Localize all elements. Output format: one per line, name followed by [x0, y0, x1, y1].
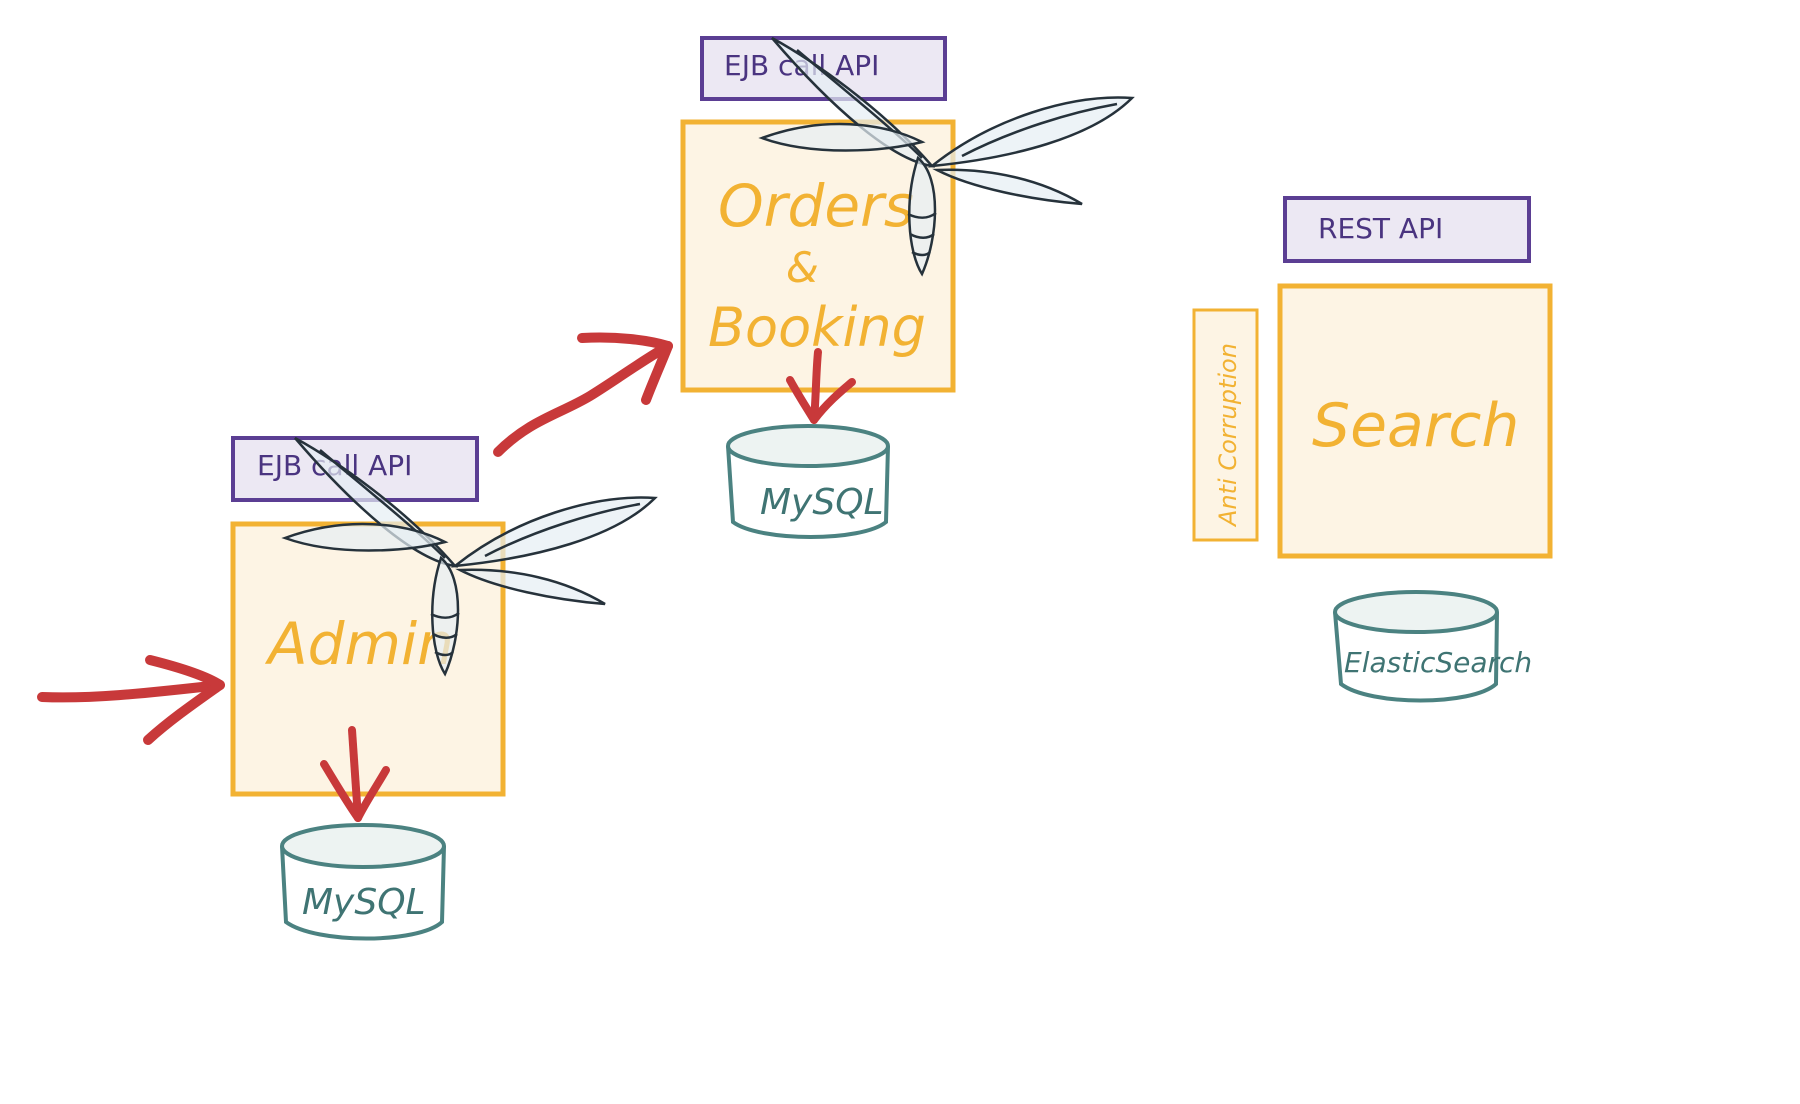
admin-database: MySQL: [280, 823, 446, 941]
search-service-label: Search: [1312, 391, 1519, 461]
orders-booking-service-box: [680, 119, 956, 393]
red-arrow-icon: [786, 348, 856, 424]
red-arrow-icon: [320, 726, 390, 822]
red-arrow-icon: [493, 332, 673, 457]
search-service-box: [1277, 283, 1553, 559]
red-arrow-icon: [37, 655, 225, 745]
admin-db-top: [280, 823, 446, 869]
orders-db-label: MySQL: [760, 482, 884, 523]
search-api-rect: [1283, 196, 1531, 263]
search-db-top: [1333, 590, 1499, 634]
orders-db-top: [726, 424, 890, 468]
search-api-box: REST API: [1283, 196, 1531, 263]
admin-db-body: [280, 845, 446, 941]
orders-service-label-amp: &: [786, 243, 819, 292]
anti-corruption-label: Anti Corruption: [1214, 343, 1242, 528]
orders-database: MySQL: [726, 424, 890, 539]
elasticsearch-database: ElasticSearch: [1333, 590, 1532, 703]
search-db-label: ElasticSearch: [1344, 646, 1532, 679]
search-db-body: [1333, 611, 1499, 703]
orders-service-label: Orders: [718, 172, 914, 240]
admin-service-label: Admin: [264, 610, 454, 678]
admin-db-label: MySQL: [302, 882, 426, 923]
orders-db-body: [726, 445, 890, 539]
search-api-label: REST API: [1318, 212, 1443, 245]
anti-corruption-layer: [1192, 308, 1259, 542]
